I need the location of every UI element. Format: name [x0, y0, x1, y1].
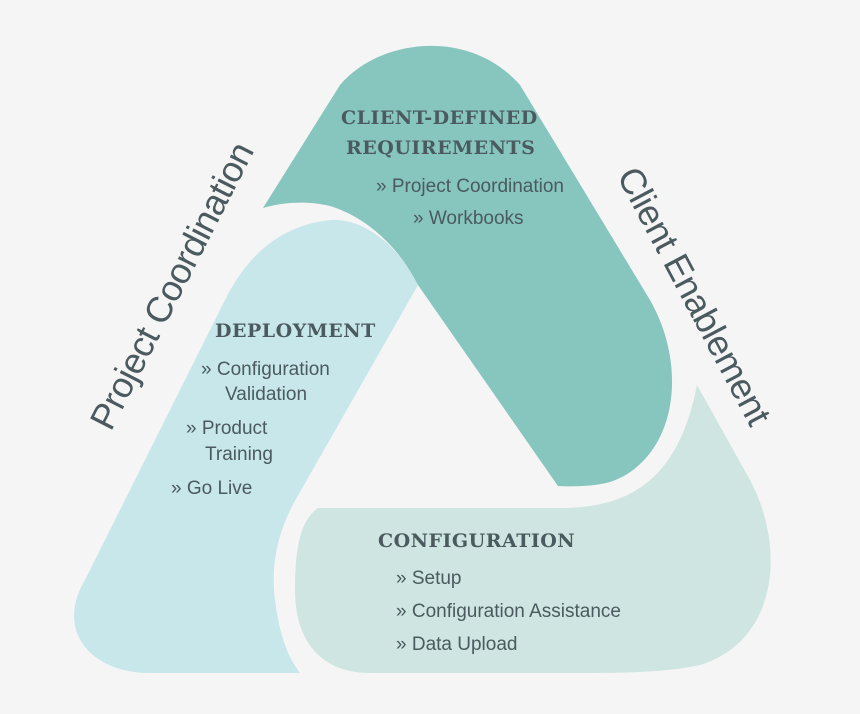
client-defined-title: CLIENT-DEFINED REQUIREMENTS [341, 103, 538, 163]
client-defined-item-project-coordination: » Project Coordination [376, 176, 564, 197]
configuration-title: CONFIGURATION [378, 530, 576, 552]
client-defined-item-workbooks: » Workbooks [413, 208, 524, 229]
deployment-item-product: » Product [186, 418, 268, 439]
configuration-item-setup: » Setup [396, 568, 462, 589]
deployment-segment [74, 219, 418, 673]
deployment-item-validation: Validation [225, 384, 308, 405]
deployment-item-go-live: » Go Live [171, 478, 253, 499]
configuration-item-assistance: » Configuration Assistance [396, 601, 621, 622]
client-defined-title-line2: REQUIREMENTS [346, 137, 536, 159]
client-defined-segment [263, 45, 673, 487]
deployment-item-training: Training [205, 444, 273, 465]
deployment-item-configuration: » Configuration [201, 359, 330, 380]
deployment-title: DEPLOYMENT [215, 320, 376, 342]
configuration-item-data-upload: » Data Upload [396, 634, 518, 655]
client-defined-title-line1: CLIENT-DEFINED [341, 107, 538, 129]
configuration-segment [295, 385, 771, 674]
